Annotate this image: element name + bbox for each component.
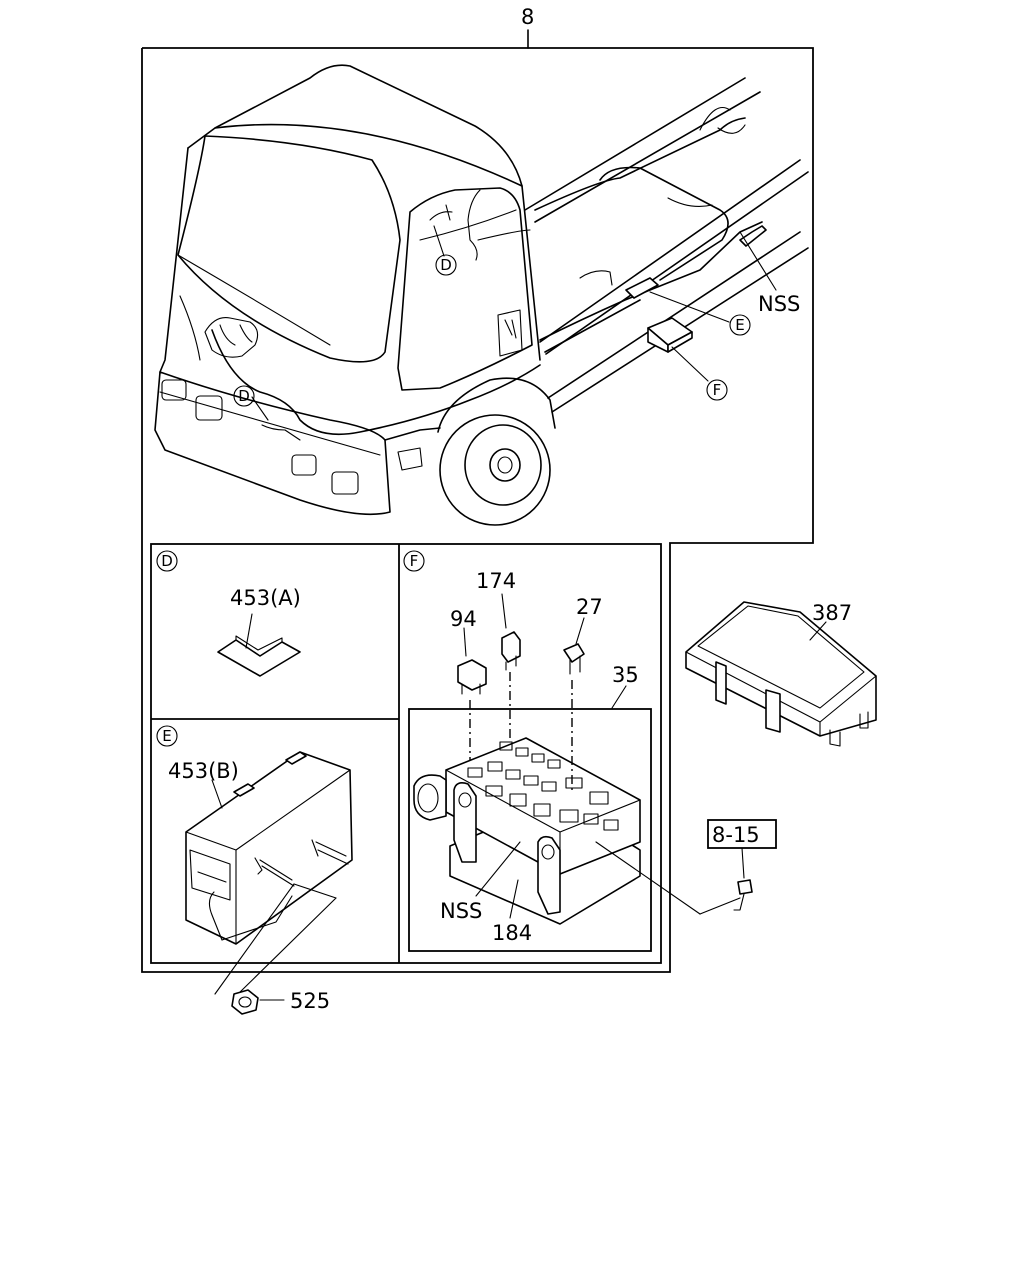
- label-part-94: 94: [450, 607, 477, 631]
- labels: 8 NSS 387 8-15 525 174 94 27 35 NSS 184 …: [168, 5, 852, 1013]
- panel-e-illustration: [185, 751, 353, 995]
- svg-text:F: F: [410, 552, 419, 570]
- callout-panel-f: F: [403, 550, 425, 572]
- label-panel-d-part: 453(A): [230, 586, 301, 610]
- label-part-27: 27: [576, 595, 603, 619]
- callout-f: F: [706, 379, 728, 401]
- callout-panel-d: D: [156, 550, 178, 572]
- callouts: D D E F D E F: [156, 254, 751, 747]
- label-nut: 525: [290, 989, 330, 1013]
- panel-f-fusebox: [413, 593, 741, 925]
- callout-d-front: D: [233, 385, 255, 407]
- label-panel-e-part: 453(B): [168, 759, 239, 783]
- svg-text:E: E: [735, 316, 744, 334]
- svg-text:D: D: [161, 552, 173, 570]
- label-nss-fusebox: NSS: [440, 899, 482, 923]
- label-bolt-ref: 8-15: [712, 823, 760, 847]
- bolt-8-15: [707, 819, 777, 911]
- callout-panel-e: E: [156, 725, 178, 747]
- leader-lines-top: [251, 225, 777, 421]
- label-assembly: 8: [521, 5, 534, 29]
- panel-d-illustration: [217, 613, 301, 677]
- svg-text:D: D: [238, 387, 250, 405]
- label-part-184: 184: [492, 921, 532, 945]
- svg-text:F: F: [713, 381, 722, 399]
- label-cover: 387: [812, 601, 852, 625]
- cover-387: [685, 601, 877, 747]
- label-part-35: 35: [612, 663, 639, 687]
- callout-e: E: [729, 314, 751, 336]
- frames: [141, 29, 814, 973]
- svg-text:D: D: [440, 256, 452, 274]
- label-part-174: 174: [476, 569, 516, 593]
- truck-illustration: [154, 64, 809, 526]
- svg-text:E: E: [162, 727, 171, 745]
- callout-d-cab: D: [435, 254, 457, 276]
- label-nss-top: NSS: [758, 292, 800, 316]
- nut-525: [231, 989, 285, 1015]
